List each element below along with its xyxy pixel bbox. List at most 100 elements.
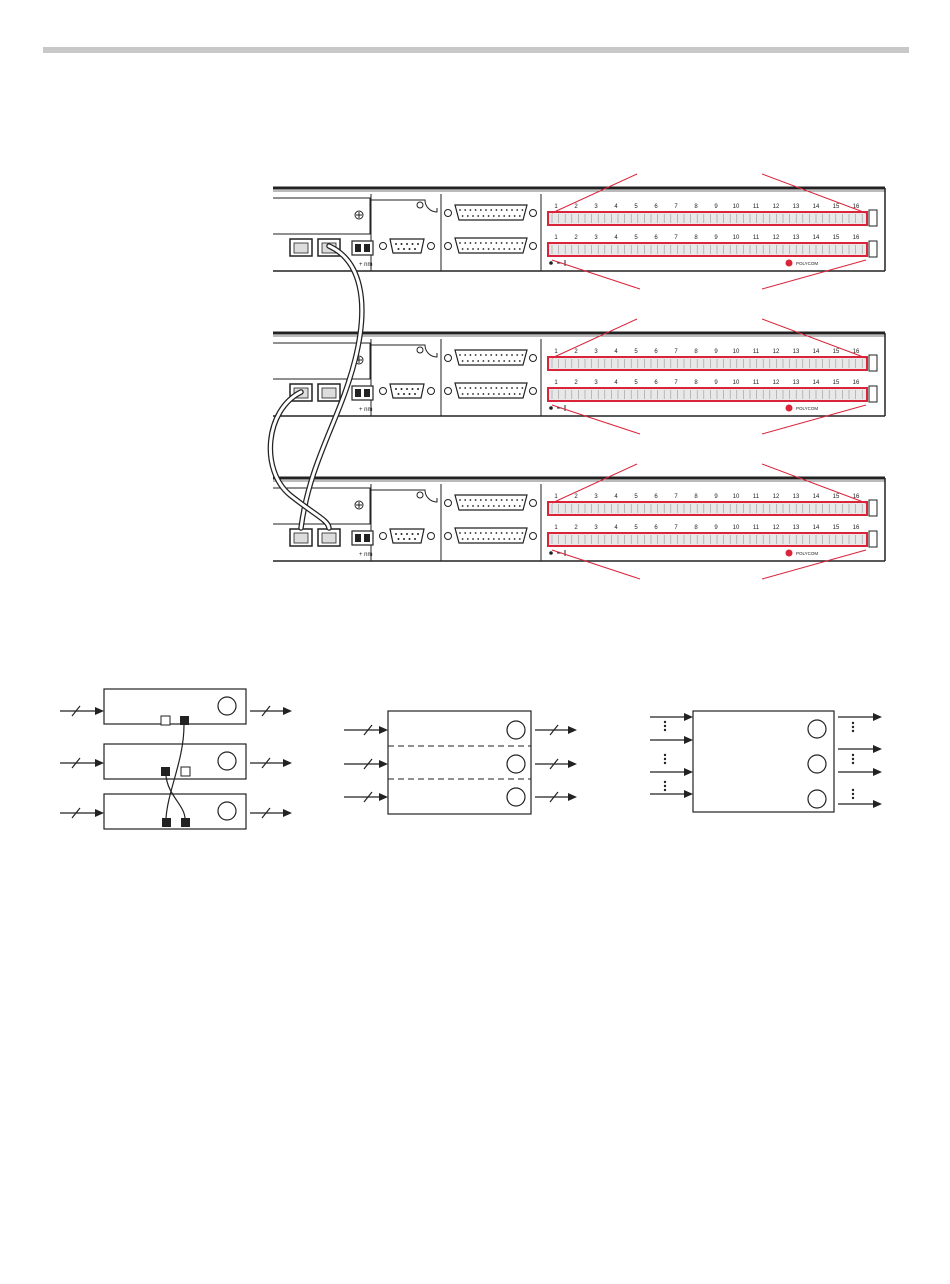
channel-number: 8 [694,525,698,531]
ellipsis-dot [852,754,854,756]
pin-dot [506,242,508,244]
pin-dot [501,354,503,356]
pin-dot [480,532,482,534]
pin-dot [496,354,498,356]
arrow-head [684,790,693,798]
pin-dot [472,248,474,250]
pin-dot [485,209,487,211]
channel-number: 2 [574,235,578,241]
pin-dot [401,243,403,245]
network-port-socket [322,533,336,543]
pin-dot [511,209,513,211]
channel-number: 4 [614,525,618,531]
channel-number: 3 [594,525,598,531]
pin-dot [503,505,505,507]
pin-dot [522,209,524,211]
pin-dot [470,354,472,356]
port-open-icon [181,767,190,776]
pin-dot [470,209,472,211]
pin-dot [496,242,498,244]
pin-dot [459,532,461,534]
ellipsis-dot [852,758,854,760]
channel-number: 16 [853,380,860,386]
port-screw [445,500,452,507]
channel-number: 5 [634,525,638,531]
pin-dot [498,360,500,362]
pin-dot [493,215,495,217]
channel-number: 10 [733,204,740,210]
pin-dot [459,387,461,389]
pin-dot [493,393,495,395]
port-screw [380,533,387,540]
pin-dot [462,505,464,507]
port-screw [380,388,387,395]
pin-dot [488,538,490,540]
port-screw [445,243,452,250]
pin-dot [480,242,482,244]
channel-number: 4 [614,380,618,386]
channel-number: 4 [614,204,618,210]
channel-number: 10 [733,235,740,241]
pin-dot [472,538,474,540]
channel-number: 12 [773,525,780,531]
pin-dot [490,499,492,501]
polycom-logo-icon [786,260,793,267]
pin-dot [467,215,469,217]
channel-number: 1 [554,494,558,500]
pin-dot [483,360,485,362]
channel-number: 1 [554,204,558,210]
pin-dot [511,387,513,389]
callout-line [552,405,640,434]
pin-dot [501,532,503,534]
pin-dot [406,388,408,390]
pin-dot [475,532,477,534]
terminal-pin [355,389,361,397]
arrow-head [379,760,388,768]
arrow-head [283,809,292,817]
pin-dot [490,387,492,389]
terminal-pin [355,534,361,542]
channel-number: 10 [733,525,740,531]
pin-dot [485,387,487,389]
channel-number: 6 [654,235,658,241]
port-screw [428,388,435,395]
port-screw [530,243,537,250]
pin-dot [506,387,508,389]
network-port-socket [322,388,336,398]
pin-dot [519,538,521,540]
serial-port-icon [390,384,424,398]
pin-dot [462,215,464,217]
channel-number: 6 [654,204,658,210]
channel-number: 5 [634,204,638,210]
channel-number: 3 [594,204,598,210]
terminal-pin [355,244,361,252]
pin-dot [511,499,513,501]
pin-dot [522,242,524,244]
port-label: + nm [359,552,373,558]
pin-dot [480,499,482,501]
pin-dot [488,215,490,217]
pin-dot [519,248,521,250]
led-indicator [549,406,553,410]
pin-dot [506,532,508,534]
strip-connector-icon [869,355,877,371]
arrow-head [873,800,882,808]
pin-dot [501,499,503,501]
pin-dot [516,354,518,356]
strip-connector-icon [869,210,877,226]
pin-dot [477,248,479,250]
arrow-head [684,768,693,776]
pin-dot [398,538,400,540]
pin-dot [493,360,495,362]
pin-dot [477,505,479,507]
channel-number: 12 [773,349,780,355]
pin-dot [509,538,511,540]
pin-dot [506,209,508,211]
panel-notch [371,345,437,357]
channel-number: 16 [853,235,860,241]
arrow-head [684,736,693,744]
arrow-head [568,726,577,734]
channel-number: 3 [594,349,598,355]
pin-dot [477,538,479,540]
port-screw [445,210,452,217]
